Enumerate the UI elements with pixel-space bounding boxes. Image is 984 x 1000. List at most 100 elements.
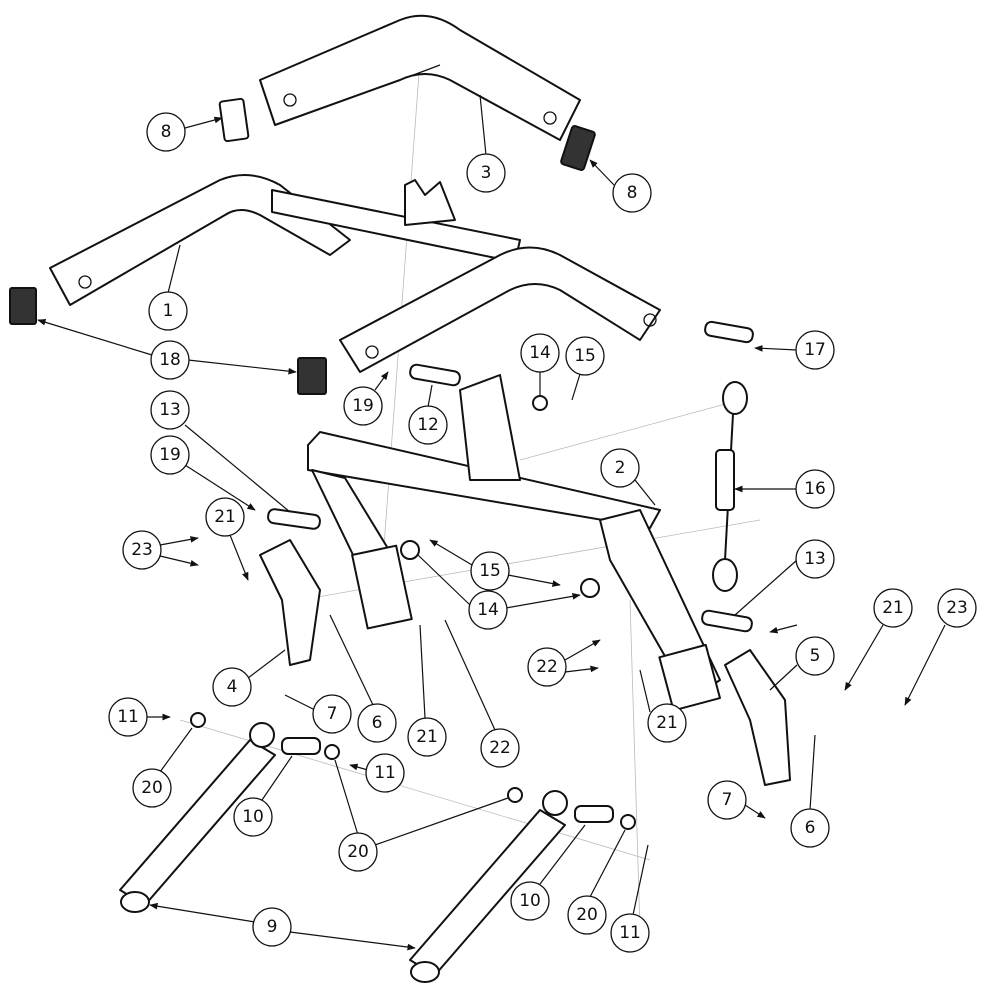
- part-washer: [580, 578, 600, 598]
- callout: 9: [252, 907, 292, 947]
- callout: 22: [527, 647, 567, 687]
- callout-number: 10: [519, 891, 541, 911]
- callout-number: 15: [574, 346, 596, 366]
- part-pin: [267, 508, 321, 530]
- callout-number: 1: [163, 301, 174, 321]
- callout-number: 21: [214, 507, 236, 527]
- callout-number: 19: [159, 445, 181, 465]
- callout-number: 23: [131, 540, 153, 560]
- callout: 10: [510, 881, 550, 921]
- callout: 12: [408, 405, 448, 445]
- callout-number: 20: [347, 842, 369, 862]
- callout: 11: [108, 697, 148, 737]
- part-mast-frame: [307, 374, 721, 712]
- callout: 13: [150, 390, 190, 430]
- callout: 23: [122, 530, 162, 570]
- callout-number: 3: [481, 163, 492, 183]
- callout-number: 14: [529, 343, 551, 363]
- callout-number: 4: [227, 677, 238, 697]
- callout: 16: [795, 469, 835, 509]
- callout-number: 10: [242, 807, 264, 827]
- callout-number: 15: [479, 561, 501, 581]
- part-end-cap: [297, 357, 327, 395]
- part-end-cap: [218, 97, 250, 143]
- callout-number: 9: [267, 917, 278, 937]
- callout-number: 14: [477, 600, 499, 620]
- part-pin: [701, 609, 753, 633]
- part-washer: [324, 744, 340, 760]
- callout-number: 11: [117, 707, 139, 727]
- callout-labels: 8 3 8 1 18 19 12 14 15 17 13 19 2 16 21 …: [108, 112, 977, 953]
- callout: 6: [790, 808, 830, 848]
- callout: 15: [470, 551, 510, 591]
- callout: 20: [132, 768, 172, 808]
- callout-number: 19: [352, 396, 374, 416]
- callout-number: 13: [804, 549, 826, 569]
- part-washer: [532, 395, 548, 411]
- callout: 1: [148, 291, 188, 331]
- callout: 8: [146, 112, 186, 152]
- part-pin: [409, 363, 461, 387]
- callout: 18: [150, 340, 190, 380]
- callout-number: 8: [161, 122, 172, 142]
- callout: 19: [150, 435, 190, 475]
- part-right-bracket: [724, 649, 791, 786]
- callout-number: 16: [804, 479, 826, 499]
- callout: 8: [612, 173, 652, 213]
- part-left-bracket: [259, 539, 321, 666]
- callout-number: 6: [372, 713, 383, 733]
- callout: 20: [338, 832, 378, 872]
- leader-lines: [37, 94, 946, 951]
- callout-number: 21: [656, 713, 678, 733]
- callout: 6: [357, 703, 397, 743]
- callout: 11: [365, 753, 405, 793]
- callout: 14: [468, 590, 508, 630]
- callout: 20: [567, 895, 607, 935]
- callout: 21: [407, 717, 447, 757]
- callout: 5: [795, 636, 835, 676]
- part-washer: [507, 787, 523, 803]
- callout-number: 7: [722, 790, 733, 810]
- callout-number: 7: [327, 704, 338, 724]
- part-pin: [574, 805, 614, 823]
- part-end-cap: [560, 125, 596, 171]
- callout-number: 6: [805, 818, 816, 838]
- part-pin: [704, 320, 754, 344]
- part-end-cap: [9, 287, 37, 325]
- callout-number: 8: [627, 183, 638, 203]
- callout: 7: [312, 694, 352, 734]
- part-washer: [400, 540, 420, 560]
- callout-number: 22: [536, 657, 558, 677]
- callout: 23: [937, 588, 977, 628]
- callout: 3: [466, 153, 506, 193]
- callout: 19: [343, 386, 383, 426]
- part-top-link: [712, 381, 748, 592]
- callout-number: 20: [576, 905, 598, 925]
- callout-number: 11: [619, 923, 641, 943]
- callout-number: 13: [159, 400, 181, 420]
- callout-number: 21: [416, 727, 438, 747]
- callout-number: 11: [374, 763, 396, 783]
- part-upper-arch-arm: [259, 14, 581, 141]
- part-washer: [190, 712, 206, 728]
- part-cylinder: [409, 790, 568, 983]
- callout-number: 21: [882, 598, 904, 618]
- callout: 15: [565, 336, 605, 376]
- callout: 21: [873, 588, 913, 628]
- callout: 11: [610, 913, 650, 953]
- callout-number: 12: [417, 415, 439, 435]
- callout-number: 2: [615, 458, 626, 478]
- part-cylinder: [119, 722, 276, 913]
- part-pin: [281, 737, 321, 755]
- callout: 21: [647, 703, 687, 743]
- part-washer: [620, 814, 636, 830]
- callout: 17: [795, 330, 835, 370]
- callout: 7: [707, 780, 747, 820]
- callout-number: 17: [804, 340, 826, 360]
- callout: 10: [233, 797, 273, 837]
- callout-number: 5: [810, 646, 821, 666]
- callout: 4: [212, 667, 252, 707]
- callout-number: 22: [489, 738, 511, 758]
- callout-number: 23: [946, 598, 968, 618]
